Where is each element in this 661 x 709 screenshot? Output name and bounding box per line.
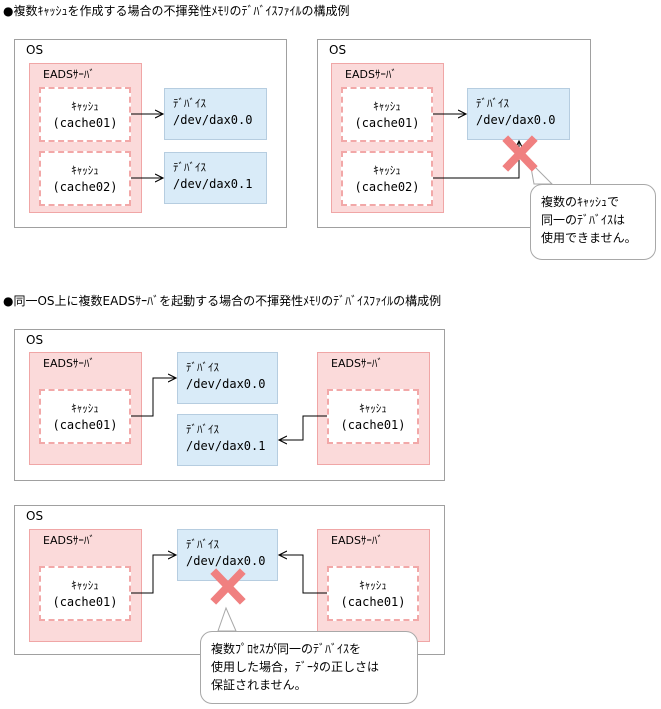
- cache01-box-d-right: ｷｬｯｼｭ (cache01): [327, 566, 419, 621]
- section1-heading: ●複数ｷｬｯｼｭを作成する場合の不揮発性ﾒﾓﾘのﾃﾞﾊﾞｲｽﾌｧｲﾙの構成例: [3, 4, 350, 18]
- cache-id: (cache01): [340, 417, 406, 432]
- cache01-box-d-left: ｷｬｯｼｭ (cache01): [39, 566, 131, 621]
- cache01-box-c-left: ｷｬｯｼｭ (cache01): [39, 389, 131, 444]
- os-label: OS: [26, 333, 44, 347]
- device-label: ﾃﾞﾊﾞｲｽ: [476, 97, 509, 110]
- cache-label: ｷｬｯｼｭ: [71, 401, 99, 415]
- callout-b-line1: 複数のｷｬｯｼｭで: [541, 195, 620, 209]
- device-label: ﾃﾞﾊﾞｲｽ: [186, 538, 219, 551]
- device-label: ﾃﾞﾊﾞｲｽ: [173, 97, 206, 110]
- cache-label: ｷｬｯｼｭ: [373, 163, 401, 177]
- cache01-box-a: ｷｬｯｼｭ (cache01): [39, 87, 131, 142]
- os-label: OS: [329, 43, 347, 57]
- cache01-box-c-right: ｷｬｯｼｭ (cache01): [327, 389, 419, 444]
- eads-server-label: EADSｻｰﾊﾞ: [43, 68, 95, 81]
- os-label: OS: [26, 43, 44, 57]
- callout-d-line1: 複数ﾌﾟﾛｾｽが同一のﾃﾞﾊﾞｲｽを: [211, 642, 362, 656]
- cache-id: (cache01): [52, 417, 118, 432]
- cache-id: (cache02): [52, 179, 118, 194]
- eads-server-label: EADSｻｰﾊﾞ: [43, 534, 95, 547]
- os-label: OS: [26, 509, 44, 523]
- device-dax00-box-a: ﾃﾞﾊﾞｲｽ /dev/dax0.0: [164, 88, 267, 140]
- device-path: /dev/dax0.0: [476, 113, 556, 127]
- callout-d: 複数ﾌﾟﾛｾｽが同一のﾃﾞﾊﾞｲｽを 使用した場合，ﾃﾞｰﾀの正しさは 保証され…: [200, 631, 418, 704]
- callout-b: 複数のｷｬｯｼｭで 同一のﾃﾞﾊﾞｲｽは 使用できません。: [530, 184, 656, 260]
- device-dax00-box-c: ﾃﾞﾊﾞｲｽ /dev/dax0.0: [177, 352, 278, 404]
- eads-server-label: EADSｻｰﾊﾞ: [43, 357, 95, 370]
- cache-label: ｷｬｯｼｭ: [71, 578, 99, 592]
- eads-server-label: EADSｻｰﾊﾞ: [331, 534, 383, 547]
- cache-label: ｷｬｯｼｭ: [359, 401, 387, 415]
- device-path: /dev/dax0.0: [186, 377, 266, 391]
- device-label: ﾃﾞﾊﾞｲｽ: [186, 361, 219, 374]
- arrow-c-left-to-dax00: [131, 378, 176, 417]
- cache-label: ｷｬｯｼｭ: [71, 163, 99, 177]
- cache-id: (cache01): [340, 594, 406, 609]
- cache-id: (cache01): [354, 115, 420, 130]
- cache02-box-b: ｷｬｯｼｭ (cache02): [341, 151, 433, 206]
- device-path: /dev/dax0.0: [173, 113, 253, 127]
- callout-b-line2: 同一のﾃﾞﾊﾞｲｽは: [541, 213, 626, 227]
- cache-id: (cache02): [354, 179, 420, 194]
- device-path: /dev/dax0.0: [186, 554, 266, 568]
- callout-b-line3: 使用できません。: [541, 231, 637, 245]
- device-dax01-box-c: ﾃﾞﾊﾞｲｽ /dev/dax0.1: [177, 414, 278, 466]
- cache-label: ｷｬｯｼｭ: [71, 99, 99, 113]
- device-path: /dev/dax0.1: [173, 177, 253, 191]
- arrow-d-right-to-dax00: [279, 555, 327, 594]
- eads-server-label: EADSｻｰﾊﾞ: [331, 357, 383, 370]
- section2-heading: ●同一OS上に複数EADSｻｰﾊﾞを起動する場合の不揮発性ﾒﾓﾘのﾃﾞﾊﾞｲｽﾌ…: [3, 294, 442, 308]
- device-path: /dev/dax0.1: [186, 439, 266, 453]
- cache02-box-a: ｷｬｯｼｭ (cache02): [39, 151, 131, 206]
- device-label: ﾃﾞﾊﾞｲｽ: [186, 423, 219, 436]
- cache-id: (cache01): [52, 115, 118, 130]
- cache-label: ｷｬｯｼｭ: [359, 578, 387, 592]
- device-dax01-box-a: ﾃﾞﾊﾞｲｽ /dev/dax0.1: [164, 152, 267, 204]
- arrow-d-left-to-dax00: [131, 555, 176, 594]
- callout-d-pointer: [217, 606, 237, 632]
- device-label: ﾃﾞﾊﾞｲｽ: [173, 161, 206, 174]
- eads-server-label: EADSｻｰﾊﾞ: [345, 68, 397, 81]
- arrow-c-right-to-dax01: [279, 415, 327, 440]
- callout-d-line2: 使用した場合，ﾃﾞｰﾀの正しさは: [211, 660, 380, 674]
- callout-d-line3: 保証されません。: [211, 678, 307, 692]
- cache-label: ｷｬｯｼｭ: [373, 99, 401, 113]
- cache01-box-b: ｷｬｯｼｭ (cache01): [341, 87, 433, 142]
- arrow-b-cache02-to-dax00: [433, 141, 519, 179]
- cross-d-icon: [210, 568, 246, 605]
- cross-b-icon: [502, 135, 538, 172]
- device-dax00-box-b: ﾃﾞﾊﾞｲｽ /dev/dax0.0: [467, 88, 570, 140]
- cache-id: (cache01): [52, 594, 118, 609]
